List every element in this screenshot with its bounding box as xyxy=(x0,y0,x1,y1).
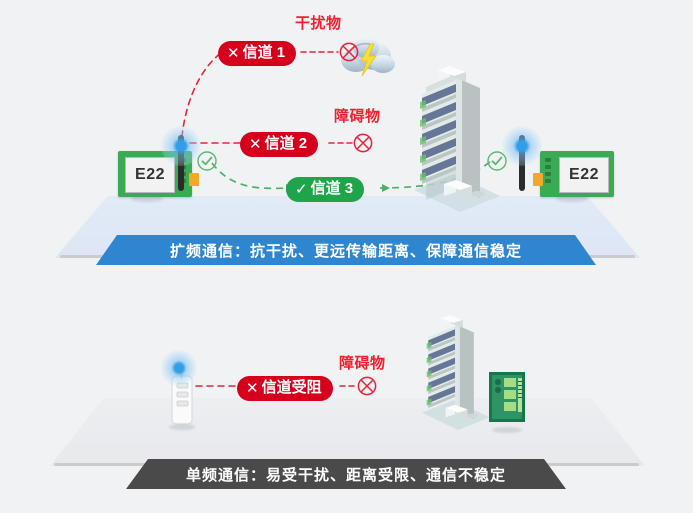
check-circle-left xyxy=(196,150,218,172)
module-label-left: E22 xyxy=(125,157,175,193)
storm-cloud-icon xyxy=(336,34,398,80)
transmitter-shadow xyxy=(169,424,195,430)
office-building-icon-top xyxy=(404,62,508,212)
channel-blocked-mark: ✕ xyxy=(246,379,259,397)
bottom-banner: 单频通信：易受干扰、距离受限、通信不稳定 xyxy=(126,459,566,489)
channel-2-text: 信道 2 xyxy=(264,135,308,152)
obstacle-label-top: 障碍物 xyxy=(334,108,381,125)
module-pads-right xyxy=(545,158,552,186)
module-label-right: E22 xyxy=(559,157,609,193)
channel-1-text: 信道 1 xyxy=(242,44,286,61)
green-terminal-panel-icon xyxy=(488,371,526,423)
obstacle-label-bottom: 障碍物 xyxy=(339,355,386,372)
signal-glow-right xyxy=(502,126,542,166)
bottom-ground-platform xyxy=(50,398,645,466)
pill-channel-3[interactable]: ✓ 信道 3 xyxy=(286,177,365,202)
pill-channel-1[interactable]: ✕ 信道 1 xyxy=(218,41,297,66)
check-circle-right xyxy=(486,150,508,172)
crossed-circle-icon-3 xyxy=(356,375,378,397)
path-channel-3-left xyxy=(211,162,289,190)
arrow-channel-3-right xyxy=(382,184,390,192)
crossed-circle-icon-1 xyxy=(338,41,360,63)
channel-3-text: 信道 3 xyxy=(310,180,354,197)
module-shadow-left xyxy=(131,195,163,202)
module-connector-right xyxy=(533,173,543,186)
office-building-icon-bottom xyxy=(405,312,505,430)
pill-channel-2[interactable]: ✕ 信道 2 xyxy=(240,132,319,157)
top-banner: 扩频通信：抗干扰、更远传输距离、保障通信稳定 xyxy=(96,235,596,265)
channel-3-mark: ✓ xyxy=(295,180,308,198)
interference-label: 干扰物 xyxy=(295,15,342,32)
module-connector-left xyxy=(189,173,199,186)
signal-glow-left xyxy=(161,126,201,166)
channel-2-mark: ✕ xyxy=(249,135,262,153)
module-e22-right[interactable]: E22 xyxy=(533,151,614,197)
pill-channel-blocked[interactable]: ✕ 信道受阻 xyxy=(237,376,333,401)
receiver-shadow xyxy=(492,427,522,433)
signal-glow-transmitter xyxy=(161,350,197,386)
crossed-circle-icon-2 xyxy=(352,132,374,154)
channel-blocked-text: 信道受阻 xyxy=(261,379,322,396)
module-shadow-right xyxy=(556,195,588,202)
channel-1-mark: ✕ xyxy=(227,44,240,62)
